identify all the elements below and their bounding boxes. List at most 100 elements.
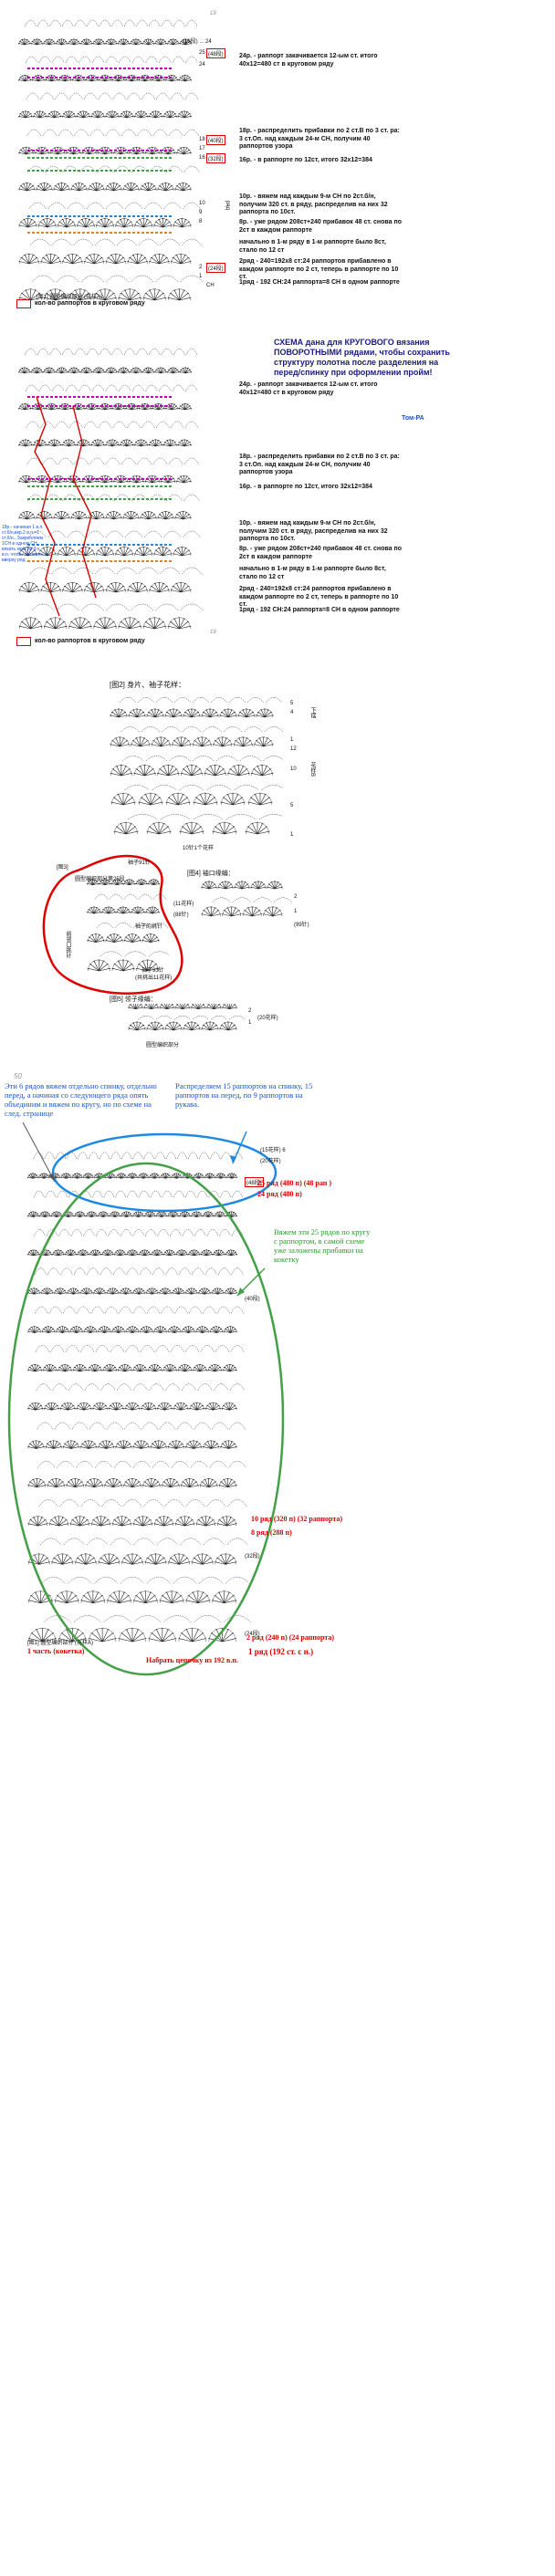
fig3-red-outline xyxy=(42,854,183,995)
chart1-ch: CH xyxy=(206,283,215,288)
ann-r2: 2 ряд (240 п) (24 раппорта) xyxy=(246,1633,335,1642)
chart1-row8: 8 xyxy=(199,219,203,224)
legend-text-2: кол-во раппортов в круговом ряду xyxy=(35,638,145,644)
chart1-row9: 9 xyxy=(199,210,203,215)
note1-r24: 24р. - раппорт закачивается 12-ым ст. ит… xyxy=(239,53,378,68)
ann-start: Набрать цепочку из 192 в.п. xyxy=(146,1656,238,1664)
fig3-drawing xyxy=(86,879,169,972)
fig2-r12: 12 xyxy=(290,746,297,752)
fig2-r4: 4 xyxy=(290,710,294,715)
fig3-t5: (共挑出11花样) xyxy=(135,975,173,981)
note2-r24: 24р. - раппорт закачивается 12-ым ст. ит… xyxy=(239,381,378,396)
fig2-r10: 10 xyxy=(290,767,297,772)
arrows xyxy=(22,1121,266,1297)
chart1-row18: 18 xyxy=(199,137,205,142)
note2-r8: 8р. - уже рядом 208ст+240 прибавок 48 ст… xyxy=(239,546,402,560)
crochet-chart-2-drawing xyxy=(17,348,204,630)
fig4-r2: 2 xyxy=(294,894,298,900)
fig4-t3: (99针) xyxy=(294,923,309,928)
fig4-t1: (11花样) xyxy=(173,902,194,907)
note1-r4: начально в 1-м ряду в 1-м раппорте было … xyxy=(239,239,386,254)
fig2-r1a: 1 xyxy=(290,737,294,743)
ann-r1: 1 ряд (192 ст. с н.) xyxy=(248,1647,314,1656)
chart1-ryad: ряд xyxy=(225,201,230,211)
chart1-row2: 2 xyxy=(199,265,203,270)
fig2-drawing xyxy=(110,697,289,835)
note1-r16: 16р. - в раппорте по 12ст, итого 32х12=3… xyxy=(239,157,372,163)
fig2-side2: 花样B xyxy=(309,762,315,777)
note2-r16: 16р. - в раппорте по 12ст, итого 32х12=3… xyxy=(239,484,372,490)
legend-swatch-1 xyxy=(16,299,31,308)
legend-swatch-2 xyxy=(16,637,31,646)
chart1-row1: 1 xyxy=(199,274,203,279)
note1-r18: 18р. - распределить прибавки по 2 ст.В п… xyxy=(239,128,400,150)
note1-r1: 1ряд - 192 СН:24 раппорта=8 СН в одном р… xyxy=(239,279,400,286)
left-note: 18р.- начиная 1 в.п. ст.б/н,вкр.2 в.п.+1… xyxy=(2,525,47,563)
note2-r18: 18р. - распределить прибавки по 2 ст.В п… xyxy=(239,454,400,475)
ann-r24: 24 ряд (480 п) xyxy=(257,1190,302,1198)
crochet-chart-1 xyxy=(9,14,233,310)
fig2-side1: 下摆 xyxy=(309,707,315,718)
page-number-1: 19 xyxy=(210,11,216,16)
fig3-t1: 袖子91针 xyxy=(128,860,151,866)
fig3-caption: [图3] xyxy=(57,865,68,871)
chart1-row16: 16 xyxy=(199,155,205,161)
ann-r10: 10 ряд (320 п) (32 раппорта) xyxy=(251,1515,343,1523)
chart3-l5: (32段) xyxy=(245,1554,260,1559)
scheme-author: Том-РА xyxy=(402,415,424,422)
fig3-t2: 圆型编织部分第25段 xyxy=(75,877,125,882)
crochet-chart-3-drawing xyxy=(26,1152,251,1643)
blue-ellipse xyxy=(51,1132,278,1213)
chart1-count24: (24段) xyxy=(206,263,225,273)
fig5-r1: 1 xyxy=(248,1020,252,1026)
chart1-row24: 24 xyxy=(199,62,205,68)
note1-r10: 10р. - вяжем над каждым 9-м СН по 2ст.б/… xyxy=(239,193,388,215)
page-number-3: 50 xyxy=(14,1072,22,1080)
fig4-drawing xyxy=(201,881,292,917)
chart3-l6: (24段) xyxy=(245,1632,260,1637)
fig4-caption: [图4] 袖口缘编： xyxy=(187,871,235,877)
fig4-t2: (88针) xyxy=(173,913,189,918)
chart3-l3: (48段) xyxy=(245,1177,264,1187)
fig2-chart xyxy=(100,694,289,844)
fig2-bottom: 10针1个花样 xyxy=(183,846,215,851)
chart1-count48: (48段) xyxy=(206,48,225,58)
crochet-chart-3 xyxy=(18,1145,256,1656)
chart3-l1: (15花样) 6 xyxy=(260,1148,286,1153)
blue-annotation-left: Эти 6 рядов вяжем отдельно спинку, отдел… xyxy=(5,1081,157,1118)
fig5-r2: 2 xyxy=(248,1008,252,1014)
crochet-chart-1-drawing xyxy=(17,19,204,301)
fig5-caption: [图5] 领子缘编： xyxy=(110,996,157,1003)
blue-annotation-right: Распределяем 15 раппортов на спинку, 15 … xyxy=(175,1081,313,1109)
fig5-t1: (20花样) xyxy=(257,1016,278,1021)
page-number-2: 19 xyxy=(210,630,216,635)
ann-green: Вяжем эти 25 рядов по кругу с раппортом,… xyxy=(274,1227,371,1264)
ann-r8: 8 ряд (288 п) xyxy=(251,1528,292,1537)
note1-r8: 8р. - уже рядом 208ст+240 прибавок 48 ст… xyxy=(239,219,402,234)
chart1-label-top: (18段) ... 24 xyxy=(183,39,212,45)
ann-part: 1 часть (кокетка) xyxy=(27,1647,85,1655)
chart3-caption: [图1] 圆型编织部分 (花样A) xyxy=(27,1641,94,1646)
fig4-r1: 1 xyxy=(294,909,298,914)
chart3-l2: (20花样) xyxy=(260,1159,281,1164)
chart1-caption: [图1] 圆型编织部分 (花样A) xyxy=(37,295,103,300)
chart1-row10: 10 xyxy=(199,201,205,206)
chart1-row17: 17 xyxy=(199,146,205,151)
fig2-r1b: 1 xyxy=(290,832,294,838)
fig5-drawing xyxy=(128,1004,246,1031)
chart1-count40: (40段) xyxy=(206,135,225,145)
note2-r10: 10р. - вяжем над каждым 9-м СН по 2ст.б/… xyxy=(239,520,388,542)
fig2-r5: 5 xyxy=(290,701,294,706)
chart3-l4: (40段) xyxy=(245,1297,260,1302)
note1-r2: 2ряд - 240=192х8 ст:24 раппортов прибавл… xyxy=(239,258,399,280)
ann-r25: 25 ряд (480 п) (48 рап ) xyxy=(257,1179,332,1187)
green-ellipse xyxy=(7,1162,285,1676)
scheme-title: СХЕМА дана для КРУГОВОГО вязания ПОВОРОТ… xyxy=(274,338,450,377)
note2-r4: начально в 1-м ряду в 1-м раппорте было … xyxy=(239,566,386,580)
fig5-t2: 圆型编织部分 xyxy=(146,1043,180,1048)
chart1-row25: 25 xyxy=(199,50,205,56)
fig3-t4: 袖子93针 xyxy=(141,968,164,974)
fig2-caption: [图2] 身片、袖子花样： xyxy=(110,681,186,689)
note2-r2: 2ряд - 240=192х8 ст:24 раппортов прибавл… xyxy=(239,586,399,608)
chart1-count32: (32段) xyxy=(206,153,225,163)
